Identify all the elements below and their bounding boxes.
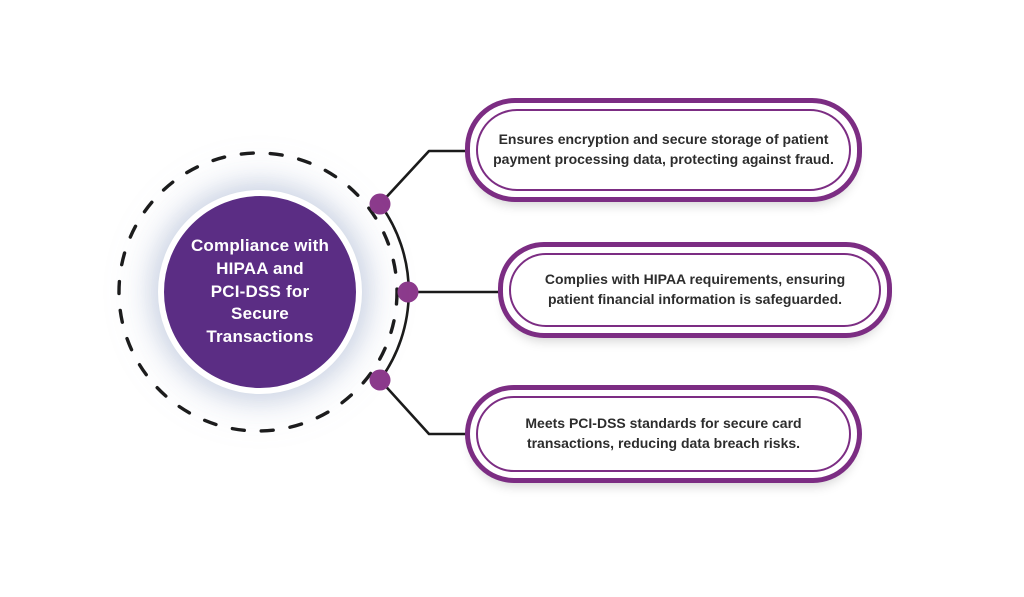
center-title-line: Compliance with	[190, 236, 330, 256]
connector-line-3	[378, 378, 468, 436]
info-box-text: Ensures encryption and secure storage of…	[493, 131, 834, 167]
info-box-text: Meets PCI-DSS standards for secure card …	[525, 415, 802, 451]
center-title-line: Transactions	[206, 326, 314, 346]
info-box-text: Complies with HIPAA requirements, ensuri…	[544, 271, 846, 307]
dashed-orbit-circle	[117, 151, 399, 433]
node-dot-1	[369, 193, 391, 215]
center-circle: Compliance with HIPAA and PCI-DSS for Se…	[158, 190, 362, 394]
info-box-1: Ensures encryption and secure storage of…	[465, 98, 862, 202]
center-title-line: Secure	[231, 304, 289, 324]
node-dot-3	[369, 369, 391, 391]
center-title-line: PCI-DSS for	[210, 281, 310, 301]
info-box-2: Complies with HIPAA requirements, ensuri…	[498, 242, 892, 338]
info-box-3: Meets PCI-DSS standards for secure card …	[465, 385, 862, 483]
center-title: Compliance with HIPAA and PCI-DSS for Se…	[191, 235, 329, 348]
node-dot-2	[397, 281, 419, 303]
connector-line-1	[378, 149, 468, 206]
center-title-line: HIPAA and	[216, 259, 304, 279]
